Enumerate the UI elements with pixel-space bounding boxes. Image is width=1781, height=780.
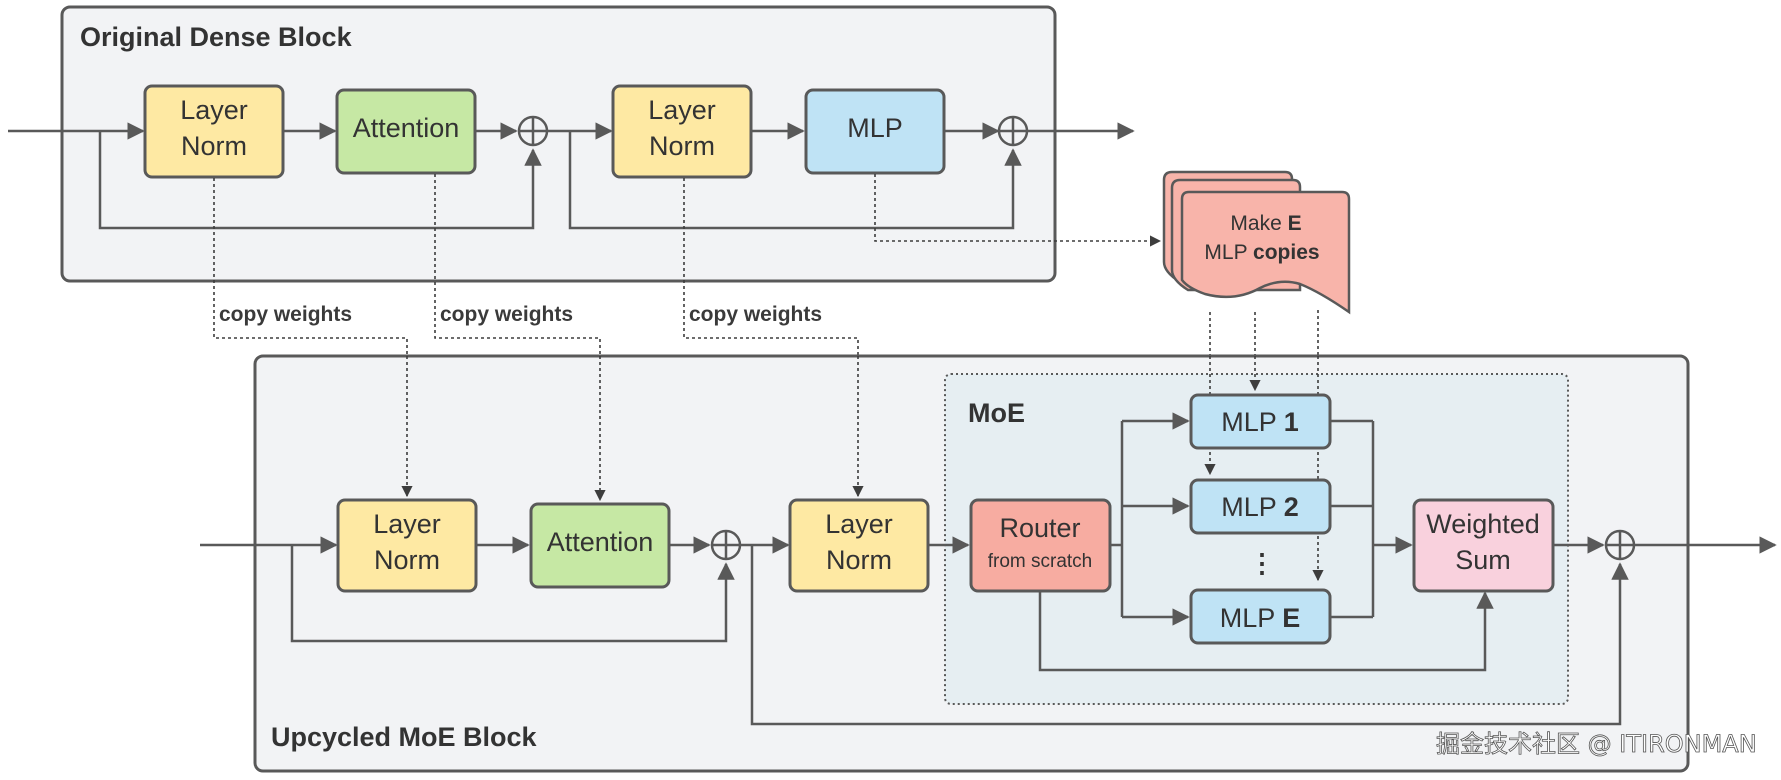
dense-block-title: Original Dense Block: [80, 22, 353, 52]
dense-mlp: MLP: [804, 88, 946, 175]
dense-residual-2: [568, 131, 1022, 230]
svg-text:Layer: Layer: [648, 95, 716, 125]
copy-weights-label-1: copy weights: [219, 303, 352, 326]
moe-block-title: Upcycled MoE Block: [271, 722, 538, 752]
moe-subpanel: MoE: [944, 373, 1569, 705]
svg-text:Norm: Norm: [181, 131, 247, 161]
dense-attention: Attention: [335, 88, 477, 175]
svg-text:Attention: Attention: [547, 527, 654, 557]
copy-ln2-connector: [683, 178, 864, 498]
svg-text:MLP 2: MLP 2: [1221, 492, 1299, 522]
copies-to-experts-inner: [1204, 356, 1324, 582]
svg-text:Layer: Layer: [373, 509, 441, 539]
expert-mlp-2: MLP 2: [1189, 478, 1332, 535]
svg-text:Layer: Layer: [825, 509, 893, 539]
moe-block-connectors: [200, 412, 1777, 726]
dense-block-frame: [60, 5, 1057, 283]
router-label: Router: [999, 513, 1080, 543]
moe-residual-2: [750, 545, 1629, 726]
dense-residual-1: [98, 131, 542, 230]
moe-subpanel-frame: [944, 373, 1569, 705]
watermark: 掘金技术社区 @ ITIRONMAN: [1436, 730, 1757, 758]
svg-text:Weighted: Weighted: [1426, 509, 1540, 539]
moe-layer-norm-1: Layer Norm: [336, 498, 478, 593]
copy-weights-label-3: copy weights: [689, 303, 822, 326]
svg-text:Attention: Attention: [353, 113, 460, 143]
svg-text:Norm: Norm: [826, 545, 892, 575]
router: Router from scratch: [969, 498, 1112, 593]
router-sublabel: from scratch: [988, 551, 1093, 572]
svg-text:MLP 1: MLP 1: [1221, 407, 1299, 437]
moe-residual-1: [290, 545, 735, 643]
copy-weights-label-2: copy weights: [440, 303, 573, 326]
moe-add-node-2: [1604, 529, 1636, 561]
dense-block-panel: Original Dense Block: [60, 5, 1057, 283]
copy-weight-connectors-inner: [401, 356, 864, 502]
mlp-to-copies-connector: [874, 174, 1162, 247]
dense-layer-norm-1: Layer Norm: [143, 84, 285, 179]
dense-add-node-1: [517, 115, 549, 147]
svg-text:Norm: Norm: [374, 545, 440, 575]
moe-add-node-1: [710, 529, 742, 561]
svg-text:Norm: Norm: [649, 131, 715, 161]
dense-layer-norm-2: Layer Norm: [611, 84, 753, 179]
copies-line-2: MLP copies: [1204, 241, 1319, 264]
copy-sheet-front: [1180, 190, 1351, 315]
copies-line-1: Make E: [1230, 212, 1301, 235]
router-gate-arrow: [1038, 591, 1494, 672]
svg-text:MLP E: MLP E: [1220, 603, 1301, 633]
svg-text:MLP: MLP: [847, 113, 903, 143]
weighted-sum: Weighted Sum: [1412, 498, 1555, 593]
dense-block-connectors: [8, 122, 1135, 230]
mlp-copies-stack: Make E MLP copies: [1162, 170, 1351, 315]
expert-mlp-1: MLP 1: [1189, 393, 1332, 450]
moe-attention: Attention: [529, 502, 671, 589]
svg-text:Sum: Sum: [1455, 545, 1511, 575]
moe-layer-norm-2: Layer Norm: [788, 498, 930, 593]
expert-mlp-e: MLP E: [1189, 588, 1332, 645]
svg-text:Layer: Layer: [180, 95, 248, 125]
experts-ellipsis: ⋮: [1249, 548, 1275, 578]
dense-add-node-2: [997, 115, 1029, 147]
moe-label: MoE: [968, 398, 1025, 428]
